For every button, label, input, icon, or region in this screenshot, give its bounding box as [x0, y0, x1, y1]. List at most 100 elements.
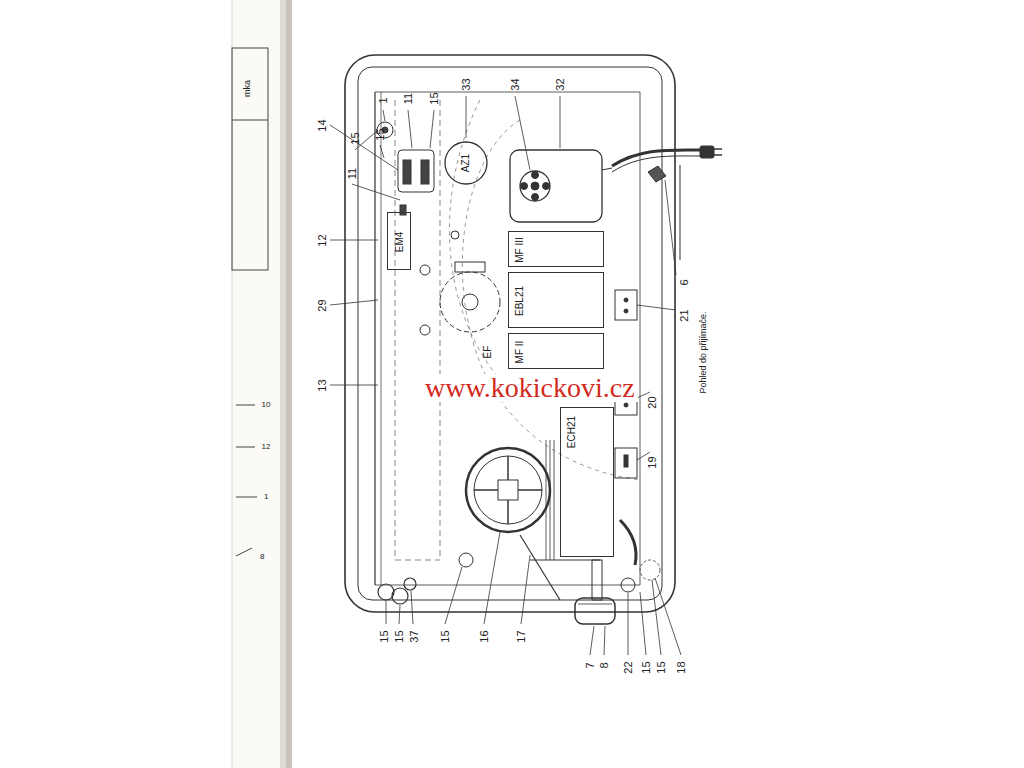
book-page-part	[232, 120, 268, 121]
tube-sockets-part	[451, 231, 459, 239]
book-page-part	[236, 405, 255, 406]
knob-part	[621, 578, 635, 592]
callout-number: 32	[555, 78, 566, 90]
leader-lines-part	[408, 110, 412, 148]
housing-part	[449, 100, 520, 400]
tube-sockets-part	[403, 160, 411, 184]
tube-sockets-part	[420, 325, 430, 335]
tube-label: EF	[483, 346, 493, 359]
callout-number: 20	[647, 396, 658, 408]
leader-lines-part	[445, 567, 462, 624]
figure-caption: Pohled do přijímače.	[699, 311, 708, 393]
callout-number: 29	[317, 299, 328, 311]
tuning-dial-part	[507, 456, 509, 480]
leader-lines-part	[628, 593, 629, 655]
leader-lines-part	[380, 145, 384, 158]
table-fragment: mka	[243, 79, 252, 96]
callout-number: 12	[262, 443, 271, 451]
tube-label: EM4	[395, 232, 405, 253]
callout-number: 17	[516, 630, 527, 642]
tuning-dial-part	[474, 456, 542, 524]
leader-lines-part	[330, 385, 378, 386]
housing	[345, 55, 675, 612]
housing-part	[440, 100, 441, 560]
leader-lines-part	[604, 626, 605, 655]
potentiometers-part	[392, 588, 408, 604]
callout-number: 11	[403, 92, 414, 103]
power-cord-part	[648, 166, 666, 182]
callout-number: 10	[262, 401, 271, 409]
tuning-dial	[466, 440, 600, 560]
tuning-dial-part	[466, 448, 550, 532]
housing-part	[381, 92, 382, 585]
housing-part	[375, 92, 640, 93]
power-cord-part	[714, 148, 722, 150]
tube-sockets-part	[400, 205, 406, 215]
book-page-part	[236, 497, 257, 498]
side-parts-part	[615, 448, 637, 478]
potentiometers	[378, 535, 560, 604]
power-cord-part	[612, 150, 700, 166]
callout-number: 19	[647, 456, 658, 468]
callout-number: 8	[599, 662, 610, 668]
tube-label: MF II	[515, 341, 525, 364]
callout-number: 1	[378, 97, 389, 103]
callout-number: 8	[260, 553, 264, 561]
side-parts-part	[624, 403, 628, 407]
tube-label: AZ1	[461, 154, 471, 172]
leader-lines-part	[521, 555, 530, 624]
callout-number: 16	[479, 630, 490, 642]
callout-number: 15	[429, 92, 440, 104]
leader-lines-part	[386, 601, 387, 624]
tuning-dial-part	[550, 440, 551, 560]
callout-number: 1	[264, 493, 268, 501]
callout-number: 15	[379, 630, 390, 642]
leader-lines-part	[590, 626, 594, 655]
housing-part	[374, 92, 375, 585]
output-tube: EBL21	[508, 272, 604, 328]
side-parts-part	[624, 298, 628, 302]
knob-part	[575, 598, 615, 624]
transformer	[510, 150, 612, 222]
housing-part	[358, 67, 662, 600]
callout-number: 15	[394, 630, 405, 642]
tube-sockets-part	[455, 262, 485, 272]
tuning-dial-part	[546, 440, 547, 560]
tuning-dial-part	[530, 560, 600, 561]
book-page-part	[232, 0, 292, 768]
callout-number: 11	[347, 167, 358, 178]
side-parts	[615, 165, 680, 478]
leader-lines-part	[466, 96, 467, 138]
transformer-part	[521, 183, 528, 190]
transformer-part	[602, 168, 612, 170]
housing-part	[640, 92, 641, 585]
rectifier-tube: AZ1	[444, 141, 488, 185]
tuning-dial-part	[474, 489, 498, 491]
callout-number: 7	[585, 662, 596, 668]
leader-lines-part	[640, 592, 646, 655]
callout-number: 18	[676, 661, 687, 673]
book-page-part	[232, 48, 268, 270]
callout-number: 22	[623, 661, 634, 673]
knob-part	[620, 520, 636, 565]
tuning-dial-part	[554, 440, 555, 560]
callout-number: 33	[461, 78, 472, 90]
housing-part	[375, 585, 640, 586]
transformer-part	[520, 171, 550, 201]
callout-number: 15	[641, 661, 652, 673]
callout-number: 15	[440, 630, 451, 642]
tube-outline-circle	[445, 142, 487, 184]
callout-number: 15	[375, 128, 386, 140]
tuning-dial-part	[518, 489, 542, 491]
leader-lines-part	[352, 184, 400, 200]
if-transformer: MF III	[508, 231, 604, 267]
leader-lines-part	[399, 605, 400, 624]
callout-number: 14	[317, 119, 328, 131]
transformer-part	[543, 183, 550, 190]
callout-number: 34	[510, 78, 521, 90]
callout-number: 13	[317, 379, 328, 391]
transformer-part	[532, 194, 539, 201]
leader-lines-part	[330, 125, 398, 170]
mixer-tube-gang: ECH21	[560, 407, 614, 557]
